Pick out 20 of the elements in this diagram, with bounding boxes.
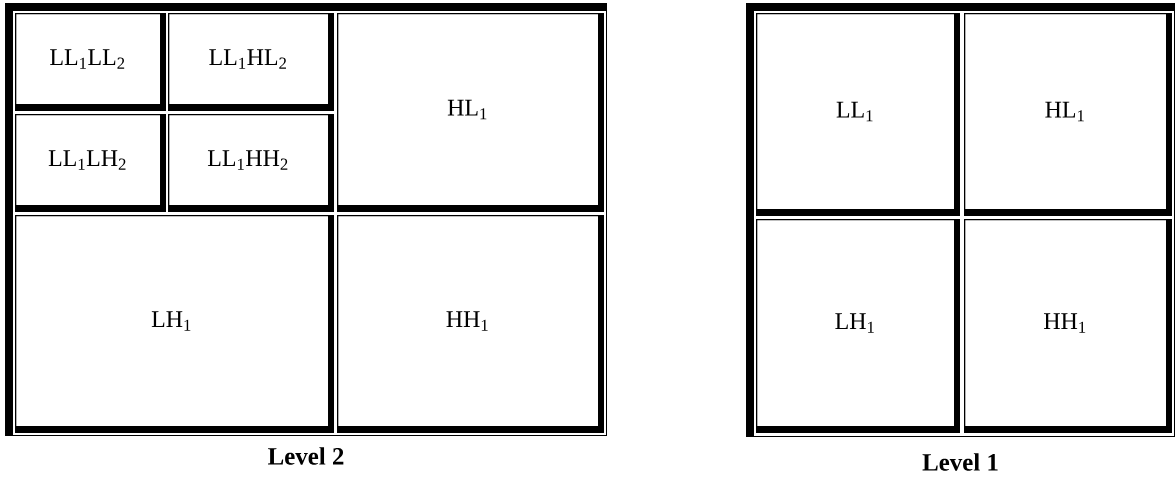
node-label: HL$_{1}$ bbox=[447, 99, 487, 120]
subband-cell: LH$_{1}$ bbox=[15, 215, 334, 433]
subband-cell: HH$_{1}$ bbox=[337, 215, 604, 433]
subband-cell: HL$_{1}$ bbox=[337, 13, 604, 212]
subband-cell: LL$_{1}$LH$_{2}$ bbox=[15, 114, 166, 212]
node-label: LL$_{1}$LL$_{2}$ bbox=[50, 49, 125, 69]
subband-cell: LL$_{1}$ bbox=[756, 13, 960, 216]
subband-cell: LL$_{1}$HH$_{2}$ bbox=[168, 114, 334, 212]
node-label: LL$_{1}$LH$_{2}$ bbox=[48, 150, 126, 170]
subband-cell: LL$_{1}$LL$_{2}$ bbox=[15, 13, 166, 111]
subband-cell: LL$_{1}$HL$_{2}$ bbox=[168, 13, 334, 111]
node-label: HH$_{1}$ bbox=[446, 311, 488, 331]
subband-cell: LH$_{1}$ bbox=[756, 219, 960, 433]
panel-title: Level 2 bbox=[268, 447, 344, 465]
subband-cell: HH$_{1}$ bbox=[964, 219, 1172, 433]
node-label: LH$_{1}$ bbox=[151, 311, 191, 331]
node-label: HL$_{1}$ bbox=[1045, 101, 1084, 122]
subband-cell: HL$_{1}$ bbox=[964, 13, 1172, 216]
panel-title: Level 1 bbox=[922, 453, 998, 471]
node-label: HH$_{1}$ bbox=[1043, 313, 1086, 333]
